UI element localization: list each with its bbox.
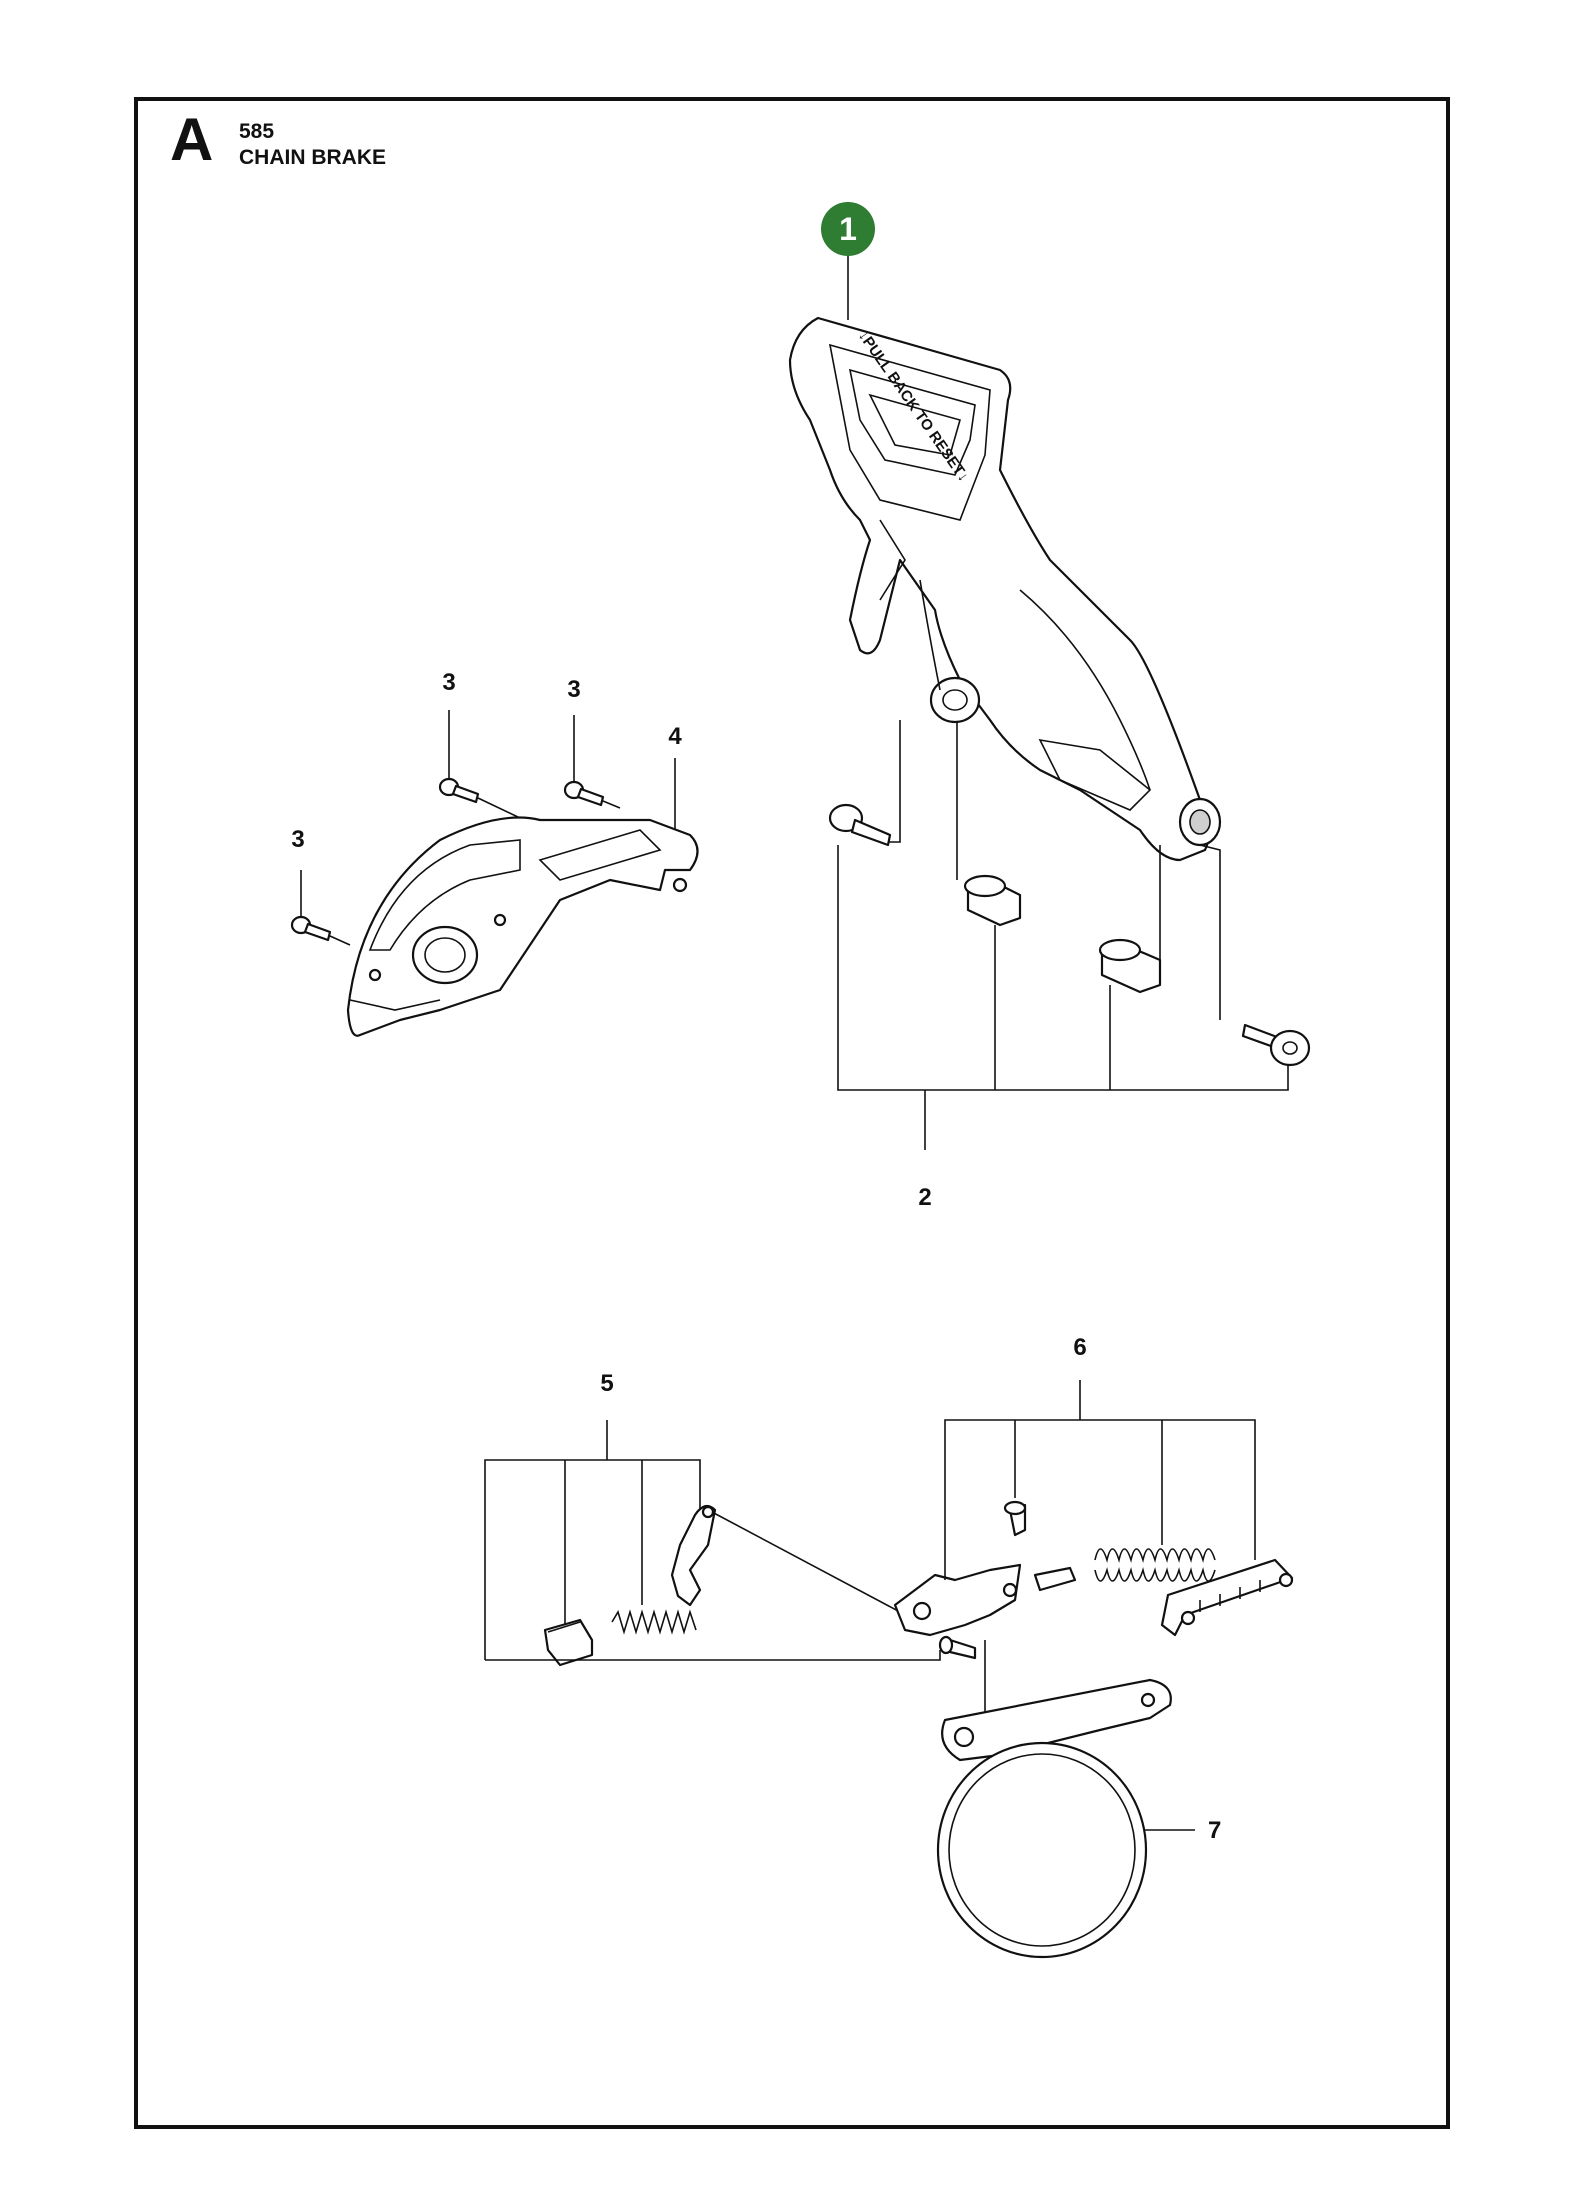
callout-1-number: 1 [839, 211, 857, 247]
callout-6-leaders [944, 1380, 1256, 1715]
section-letter: A [170, 106, 214, 173]
callout-5-leaders [484, 1420, 941, 1661]
callout-3a: 3 [442, 669, 455, 696]
model-code: 585 [239, 120, 275, 143]
callout-6: 6 [1073, 1334, 1086, 1361]
hand-guard-part: ↓PULL BACK TO RESET↓ [788, 316, 1222, 862]
callout-1-badge [821, 202, 875, 256]
section-title: CHAIN BRAKE [239, 146, 386, 169]
bushing-kit-parts [828, 803, 1311, 1067]
brake-mechanism-parts [893, 1500, 1294, 1660]
callout-5: 5 [600, 1370, 613, 1397]
callout-4: 4 [668, 723, 682, 750]
brake-band-part [936, 1678, 1172, 1959]
callout-2-leaders [837, 720, 1289, 1150]
latch-spring [611, 1609, 697, 1635]
diagram-frame [134, 97, 1450, 2129]
callout-7: 7 [1208, 1817, 1221, 1844]
callout-3b: 3 [567, 676, 580, 703]
callout-1-highlight: 1 [821, 202, 875, 320]
brake-spring [1094, 1548, 1216, 1582]
cover-screws [290, 777, 605, 942]
callout-2: 2 [918, 1184, 931, 1211]
callout-3-4-leaders [300, 710, 676, 946]
latch-kit-parts [543, 1504, 717, 1667]
callout-3c: 3 [291, 826, 304, 853]
brake-cover-part [346, 816, 699, 1037]
